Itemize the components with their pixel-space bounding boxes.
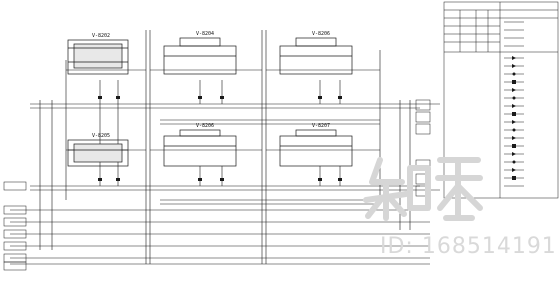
vessel-v1-body	[67, 39, 129, 75]
left-line-labels	[3, 181, 27, 271]
valve-symbols	[98, 96, 342, 181]
legend-table	[443, 1, 559, 199]
legend-markers	[512, 56, 516, 180]
tag-v5: V-8206	[196, 123, 214, 129]
tag-v4: V-8205	[92, 133, 110, 139]
vessel-v4-packing	[73, 143, 123, 163]
vessel-v5-body	[163, 135, 237, 167]
watermark-id: ID: 168514191	[380, 234, 557, 259]
vessel-v2-top	[179, 37, 221, 47]
equipment-vessels	[67, 37, 353, 167]
tag-v2: V-8204	[196, 31, 214, 37]
tag-v1: V-8202	[92, 33, 110, 39]
tag-v6: V-8207	[312, 123, 330, 129]
watermark-logo	[363, 157, 483, 221]
vessel-v5-top	[179, 129, 221, 137]
vessel-v6-body	[279, 135, 353, 167]
vessel-v3-top	[295, 37, 337, 47]
vessel-v1-packing	[73, 43, 123, 69]
pipelines	[10, 30, 440, 265]
vessel-v6-top	[295, 129, 337, 137]
vessel-v4-body	[67, 139, 129, 167]
tag-v3: V-8206	[312, 31, 330, 37]
